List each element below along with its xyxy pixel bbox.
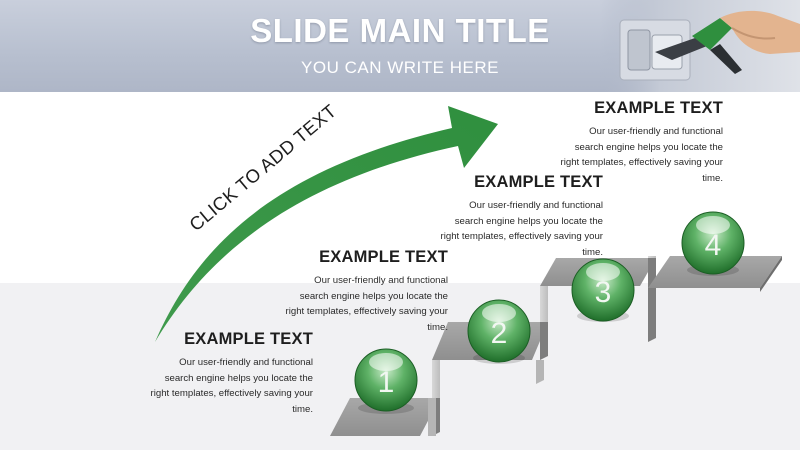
- step-number-4: 4: [705, 229, 722, 262]
- step-text-2: EXAMPLE TEXT Our user-friendly and funct…: [285, 248, 448, 335]
- step-number-2: 2: [491, 317, 508, 350]
- step-sphere-4[interactable]: 4: [681, 211, 745, 276]
- slide-subtitle[interactable]: YOU CAN WRITE HERE: [301, 58, 499, 77]
- step-heading-2[interactable]: EXAMPLE TEXT: [319, 248, 448, 266]
- step-body-4[interactable]: Our user-friendly and functional search …: [560, 126, 723, 184]
- step-heading-3[interactable]: EXAMPLE TEXT: [474, 173, 603, 191]
- step-text-3: EXAMPLE TEXT Our user-friendly and funct…: [440, 173, 603, 260]
- growth-arrow: [155, 106, 498, 342]
- step-number-1: 1: [378, 366, 395, 399]
- step-heading-1[interactable]: EXAMPLE TEXT: [184, 330, 313, 348]
- arrow-label[interactable]: CLICK TO ADD TEXT: [185, 100, 340, 235]
- step-sphere-3[interactable]: 3: [571, 258, 635, 322]
- step-body-3[interactable]: Our user-friendly and functional search …: [440, 200, 603, 258]
- step-sphere-2[interactable]: 2: [467, 299, 531, 364]
- step-body-2[interactable]: Our user-friendly and functional search …: [285, 275, 448, 333]
- step-heading-4[interactable]: EXAMPLE TEXT: [594, 99, 723, 117]
- step-sphere-1[interactable]: 1: [354, 348, 418, 414]
- slide-title[interactable]: SLIDE MAIN TITLE: [250, 12, 550, 49]
- step-number-3: 3: [595, 276, 612, 309]
- slide-header: SLIDE MAIN TITLE YOU CAN WRITE HERE: [0, 0, 800, 92]
- fuel-nozzle-icon: [600, 0, 800, 92]
- step-text-4: EXAMPLE TEXT Our user-friendly and funct…: [560, 99, 723, 186]
- step-body-1[interactable]: Our user-friendly and functional search …: [150, 357, 313, 415]
- step-text-1: EXAMPLE TEXT Our user-friendly and funct…: [150, 330, 313, 417]
